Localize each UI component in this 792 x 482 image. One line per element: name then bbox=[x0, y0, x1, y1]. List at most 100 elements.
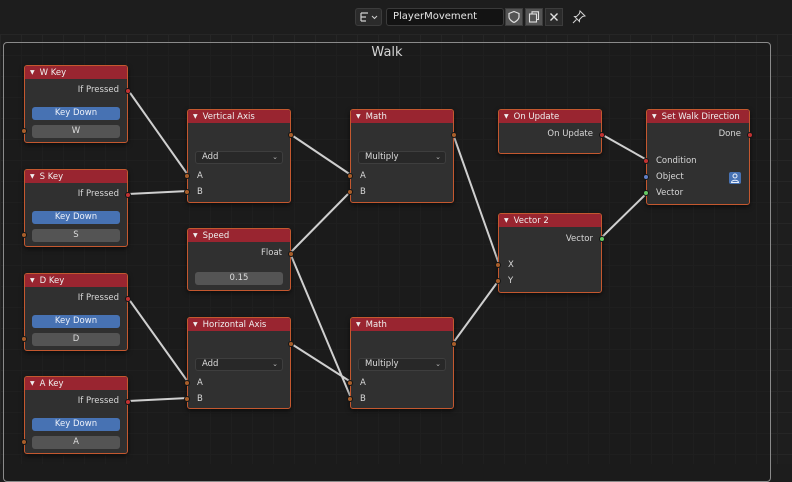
input-socket[interactable] bbox=[21, 336, 27, 342]
node-title: W Key bbox=[39, 68, 67, 78]
unlink-node-tree-button[interactable] bbox=[545, 8, 563, 26]
object-picker-button[interactable] bbox=[729, 172, 741, 184]
operation-dropdown[interactable]: Add ⌄ bbox=[195, 358, 283, 371]
a-key-node[interactable]: ▼A Key If Pressed Key Down A bbox=[21, 376, 131, 454]
operation-value: Multiply bbox=[365, 359, 399, 369]
vertical-axis-node[interactable]: ▼Vertical Axis Add ⌄ A B bbox=[184, 109, 294, 203]
chevron-down-icon: ⌄ bbox=[435, 153, 441, 161]
w-key-node[interactable]: ▼W Key If Pressed Key Down W bbox=[21, 65, 131, 143]
editor-type-selector[interactable] bbox=[355, 8, 382, 26]
key-field[interactable]: D bbox=[32, 333, 120, 346]
output-socket[interactable] bbox=[125, 399, 131, 405]
pin-button[interactable] bbox=[570, 8, 588, 26]
speed-node[interactable]: ▼Speed Float 0.15 bbox=[187, 228, 294, 291]
key-mode-button[interactable]: Key Down bbox=[32, 315, 120, 328]
output-label: If Pressed bbox=[77, 293, 119, 303]
math-multiply-node-bottom[interactable]: ▼Math Multiply⌄ A B bbox=[347, 317, 457, 409]
output-socket[interactable] bbox=[599, 132, 605, 138]
input-object-label: Object bbox=[656, 172, 684, 182]
node-header[interactable]: ▼Set Walk Direction bbox=[647, 110, 749, 123]
output-label: Vector bbox=[565, 234, 593, 244]
input-b-socket[interactable] bbox=[347, 189, 353, 195]
input-socket[interactable] bbox=[21, 232, 27, 238]
node-title: Horizontal Axis bbox=[202, 320, 267, 330]
output-socket[interactable] bbox=[599, 236, 605, 242]
input-b-socket[interactable] bbox=[184, 189, 190, 195]
key-field[interactable]: W bbox=[32, 125, 120, 138]
node-title: Math bbox=[365, 112, 387, 122]
output-socket[interactable] bbox=[288, 132, 294, 138]
input-b-socket[interactable] bbox=[347, 396, 353, 402]
node-title: Speed bbox=[202, 231, 230, 241]
output-socket[interactable] bbox=[125, 192, 131, 198]
output-socket[interactable] bbox=[747, 132, 753, 138]
key-mode-button[interactable]: Key Down bbox=[32, 418, 120, 431]
node-header[interactable]: ▼D Key bbox=[25, 274, 127, 287]
output-label: If Pressed bbox=[77, 396, 119, 406]
output-label: If Pressed bbox=[77, 85, 119, 95]
input-x-socket[interactable] bbox=[495, 262, 501, 268]
input-socket[interactable] bbox=[21, 128, 27, 134]
input-y-socket[interactable] bbox=[495, 278, 501, 284]
s-key-node[interactable]: ▼S Key If Pressed Key Down S bbox=[21, 169, 131, 247]
input-x-label: X bbox=[508, 260, 514, 270]
operation-value: Add bbox=[202, 359, 219, 369]
node-header[interactable]: ▼S Key bbox=[25, 170, 127, 183]
input-a-socket[interactable] bbox=[184, 173, 190, 179]
node-title: Vector 2 bbox=[513, 216, 549, 226]
input-a-socket[interactable] bbox=[347, 173, 353, 179]
input-condition-socket[interactable] bbox=[643, 158, 649, 164]
fake-user-button[interactable] bbox=[505, 8, 523, 26]
input-object-socket[interactable] bbox=[643, 174, 649, 180]
close-icon bbox=[550, 13, 558, 21]
node-header[interactable]: ▼Horizontal Axis bbox=[188, 318, 290, 331]
output-label: Float bbox=[261, 248, 282, 258]
node-header[interactable]: ▼W Key bbox=[25, 66, 127, 79]
input-a-socket[interactable] bbox=[347, 380, 353, 386]
input-a-label: A bbox=[197, 171, 203, 181]
input-b-socket[interactable] bbox=[184, 396, 190, 402]
chevron-down-icon: ⌄ bbox=[435, 360, 441, 368]
horizontal-axis-node[interactable]: ▼Horizontal Axis Add⌄ A B bbox=[184, 317, 294, 409]
output-socket[interactable] bbox=[125, 296, 131, 302]
chevron-down-icon: ⌄ bbox=[272, 360, 278, 368]
math-multiply-node-top[interactable]: ▼Math Multiply⌄ A B bbox=[347, 109, 457, 203]
node-header[interactable]: ▼Vector 2 bbox=[499, 214, 601, 227]
output-socket[interactable] bbox=[288, 251, 294, 257]
vector2-node[interactable]: ▼Vector 2 Vector X Y bbox=[495, 213, 605, 293]
node-header[interactable]: ▼Speed bbox=[188, 229, 290, 242]
new-node-tree-button[interactable] bbox=[525, 8, 543, 26]
output-socket[interactable] bbox=[451, 132, 457, 138]
node-header[interactable]: ▼A Key bbox=[25, 377, 127, 390]
chevron-down-icon: ⌄ bbox=[272, 153, 278, 161]
on-update-node[interactable]: ▼On Update On Update bbox=[498, 109, 605, 154]
output-label: Done bbox=[718, 129, 741, 139]
node-header[interactable]: ▼Vertical Axis bbox=[188, 110, 290, 123]
output-socket[interactable] bbox=[288, 341, 294, 347]
input-b-label: B bbox=[197, 187, 203, 197]
key-field[interactable]: S bbox=[32, 229, 120, 242]
set-walk-direction-node[interactable]: ▼Set Walk Direction Done Condition Objec… bbox=[643, 109, 753, 205]
operation-dropdown[interactable]: Multiply ⌄ bbox=[358, 358, 446, 371]
node-header[interactable]: ▼On Update bbox=[499, 110, 601, 123]
input-vector-socket[interactable] bbox=[643, 190, 649, 196]
d-key-node[interactable]: ▼D Key If Pressed Key Down D bbox=[21, 273, 131, 351]
operation-dropdown[interactable]: Add ⌄ bbox=[195, 151, 283, 164]
node-tree-name-field[interactable]: PlayerMovement bbox=[386, 8, 504, 26]
operation-value: Add bbox=[202, 152, 219, 162]
input-socket[interactable] bbox=[21, 439, 27, 445]
input-a-socket[interactable] bbox=[184, 380, 190, 386]
node-header[interactable]: ▼Math bbox=[351, 110, 453, 123]
node-header[interactable]: ▼Math bbox=[351, 318, 453, 331]
speed-value-field[interactable]: 0.15 bbox=[195, 272, 283, 285]
key-mode-button[interactable]: Key Down bbox=[32, 107, 120, 120]
output-socket[interactable] bbox=[451, 341, 457, 347]
key-field[interactable]: A bbox=[32, 436, 120, 449]
node-title: D Key bbox=[39, 276, 65, 286]
operation-dropdown[interactable]: Multiply⌄ bbox=[358, 151, 446, 164]
output-socket[interactable] bbox=[125, 88, 131, 94]
output-label: On Update bbox=[547, 129, 593, 139]
input-vector-label: Vector bbox=[656, 188, 684, 198]
key-mode-button[interactable]: Key Down bbox=[32, 211, 120, 224]
node-title: S Key bbox=[39, 172, 64, 182]
